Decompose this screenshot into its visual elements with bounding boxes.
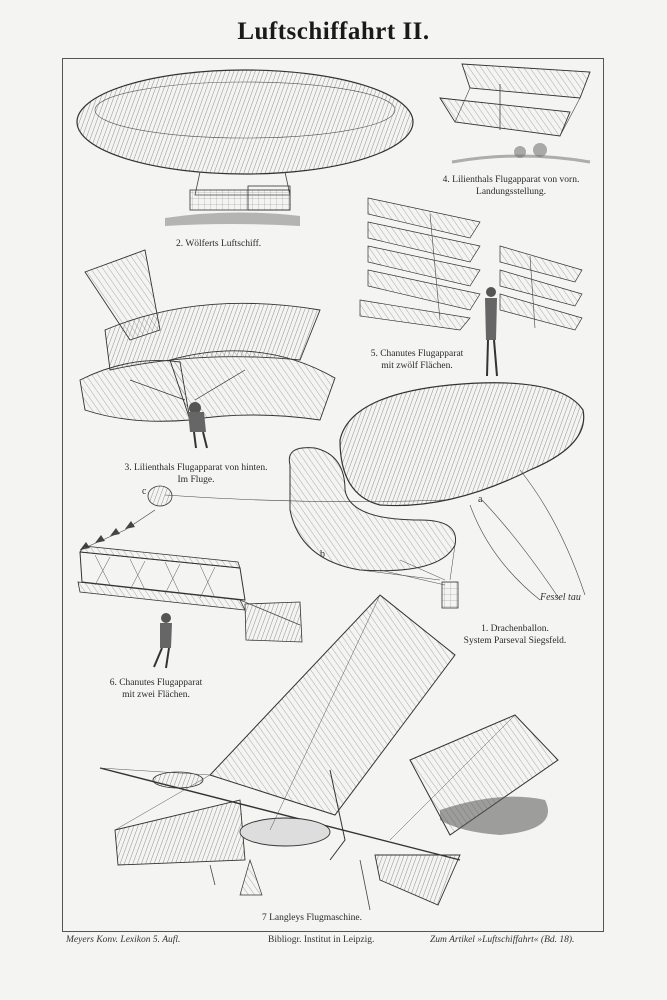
caption-fig5: 5. Chanutes Flugapparat mit zwölf Fläche…	[352, 348, 482, 372]
label-b: b	[320, 549, 325, 560]
langley-machine-illustration	[99, 594, 559, 911]
label-fessel-tau: Fessel tau	[540, 592, 581, 603]
lilienthal-front-illustration	[439, 63, 591, 164]
caption-fig1-line2: System Parseval Siegsfeld.	[463, 636, 567, 646]
footer-article-reference: Zum Artikel »Luftschiffahrt« (Bd. 18).	[430, 935, 575, 945]
caption-fig3-line2: Im Fluge.	[177, 475, 215, 485]
footer-publisher: Bibliogr. Institut in Leipzig.	[268, 935, 375, 945]
caption-fig4: 4. Lilienthals Flugapparat von vorn. Lan…	[426, 174, 596, 198]
caption-fig1: 1. Drachenballon. System Parseval Siegsf…	[450, 623, 580, 647]
caption-fig1-line1: 1. Drachenballon.	[481, 624, 549, 634]
label-a: a	[478, 494, 483, 505]
caption-fig2: 2. Wölferts Luftschiff.	[176, 239, 262, 249]
caption-fig3: 3. Lilienthals Flugapparat von hinten. I…	[96, 462, 296, 486]
caption-fig6-line2: mit zwei Flächen.	[122, 690, 190, 700]
plate-frame	[62, 58, 604, 932]
label-c: c	[142, 486, 147, 497]
page-title: Luftschiffahrt II.	[237, 18, 430, 45]
woelfert-airship-illustration	[76, 69, 414, 226]
caption-fig6: 6. Chanutes Flugapparat mit zwei Flächen…	[86, 677, 226, 701]
kite-balloon-illustration	[79, 382, 586, 609]
chanute-twelve-surface-illustration	[359, 197, 583, 377]
caption-fig5-line1: 5. Chanutes Flugapparat	[370, 349, 464, 359]
caption-fig4-line1: 4. Lilienthals Flugapparat von vorn.	[442, 175, 580, 185]
caption-fig6-line1: 6. Chanutes Flugapparat	[109, 678, 203, 688]
chanute-two-surface-illustration	[77, 545, 303, 669]
caption-fig7: 7 Langleys Flugmaschine.	[262, 913, 362, 923]
footer-publication: Meyers Konv. Lexikon 5. Aufl.	[66, 935, 181, 945]
caption-fig4-line2: Landungsstellung.	[476, 187, 546, 197]
caption-fig3-line1: 3. Lilienthals Flugapparat von hinten.	[124, 463, 268, 473]
lilienthal-rear-illustration	[79, 249, 336, 449]
caption-fig5-line2: mit zwölf Flächen.	[381, 361, 453, 371]
